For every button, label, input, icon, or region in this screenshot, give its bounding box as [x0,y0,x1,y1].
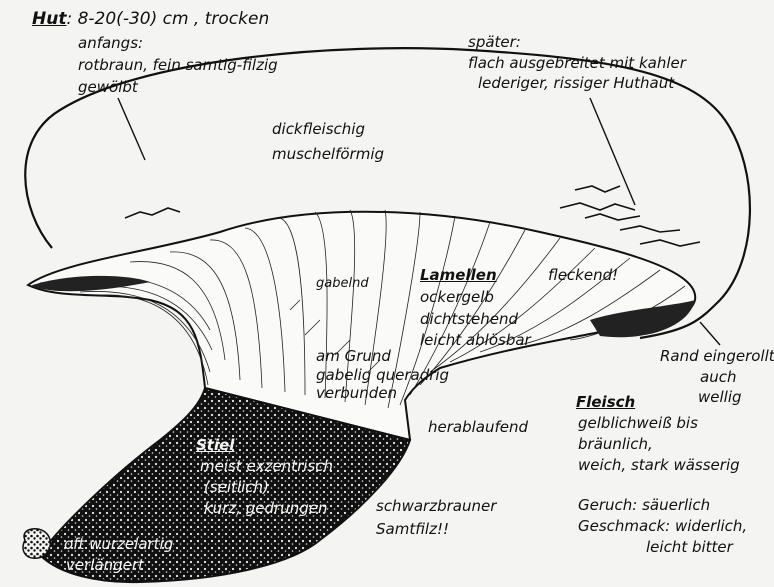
stem-line3: kurz, gedrungen [204,499,327,518]
taste: Geschmack: widerlich, [578,517,747,536]
pointer-rand [700,322,720,345]
gills-line3: leicht ablösbar [420,331,531,350]
stem-velvet-1: schwarzbrauner [376,497,496,516]
smell: Geruch: säuerlich [578,496,710,515]
taste-2: leicht bitter [646,538,733,557]
gills-decurrent: herablaufend [428,418,528,437]
margin-1: Rand eingerollt, [660,347,774,366]
gills-line1: ockergelb [420,288,494,307]
hut-later-2: lederiger, rissiger Huthaut [478,74,674,93]
gills-line2: dichtstehend [420,310,518,329]
hut-early-heading: anfangs: [78,34,143,53]
hut-heading-line: Hut: 8-20(-30) cm , trocken [32,10,269,29]
gills-base-2: gabelig queradrig [316,366,449,385]
hut-size: : 8-20(-30) cm , trocken [66,9,269,29]
margin-3: wellig [698,388,742,407]
stem-heading: Stiel [196,436,234,455]
pointer-gewoelbt [118,98,145,160]
cap-body-1: dickfleischig [272,120,365,139]
hut-later-1: flach ausgebreitet mit kahler [468,54,686,73]
stem-root-1: oft wurzelartig [64,535,173,554]
hut-early-1: rotbraun, fein samtig-filzig [78,56,278,75]
stem-line1: meist exzentrisch [200,457,333,476]
hut-later-heading: später: [468,33,521,52]
cap-body-2: muschelförmig [272,145,384,164]
flesh-line3: weich, stark wässerig [578,456,740,475]
hut-early-2: gewölbt [78,78,138,97]
gills-base-3: verbunden [316,384,397,403]
stem-velvet-2: Samtfilz!! [376,520,449,539]
root-tip [23,529,50,559]
flesh-line2: bräunlich, [578,435,653,454]
gills-spotting: fleckend! [548,266,618,285]
flesh-line1: gelblichweiß bis [578,414,698,433]
gills-heading: Lamellen [420,266,497,285]
stem-line2: (seitlich) [204,478,269,497]
gills-base-1: am Grund [316,347,391,366]
gills-forked: gabelnd [316,274,369,293]
flesh-heading: Fleisch [576,393,635,412]
hut-heading: Hut [32,9,66,29]
margin-2: auch [700,368,736,387]
stem-root-2: verlängert [66,556,144,575]
